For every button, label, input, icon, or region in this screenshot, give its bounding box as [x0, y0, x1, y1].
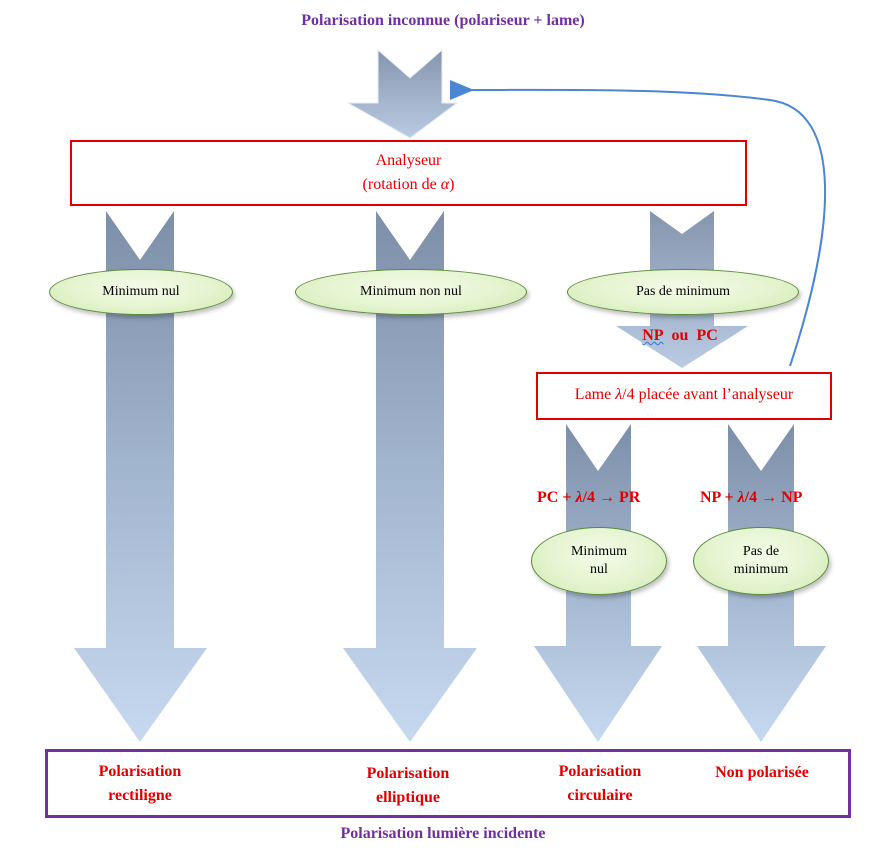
arrow-elliptique	[343, 211, 477, 742]
result-non-polarisee: Non polarisée	[692, 761, 832, 785]
transform-np-b: /4 → NP	[744, 489, 803, 506]
sub-pas-de-minimum-line1: Pas de	[742, 544, 780, 559]
transform-pc-a: PC +	[537, 489, 576, 506]
transform-np-lambda: λ	[737, 489, 745, 506]
transform-pc-lambda: λ	[575, 489, 583, 506]
sub-minimum-nul-line2: nul	[590, 562, 608, 577]
analyseur-box: Analyseur (rotation de α)	[70, 140, 747, 206]
rotation-prefix: (rotation de	[362, 176, 441, 193]
result-rectiligne: Polarisation rectiligne	[70, 760, 210, 808]
transform-pc-b: /4 → PR	[582, 489, 641, 506]
ellipse-minimum-non-nul: Minimum non nul	[295, 269, 527, 315]
sub-pas-de-minimum-line2: minimum	[733, 562, 789, 577]
lame-box: Lame λ/4 placée avant l’analyseur	[536, 372, 832, 420]
pas-de-minimum-label: Pas de minimum	[635, 284, 731, 299]
input-arrow	[346, 48, 459, 139]
transform-pc: PC + λ/4 → PR	[537, 489, 640, 507]
ellipse-sub-minimum-nul: Minimum nul	[531, 527, 667, 595]
result-circulaire: Polarisation circulaire	[530, 760, 670, 808]
lambda-symbol: λ	[615, 386, 623, 403]
result-elliptique-line1: Polarisation	[366, 765, 450, 782]
lame-label: Lame λ/4 placée avant l’analyseur	[538, 386, 830, 404]
ellipse-pas-de-minimum: Pas de minimum	[567, 269, 799, 315]
transform-np: NP + λ/4 → NP	[700, 489, 802, 507]
results-box	[45, 749, 851, 818]
pc-text: PC	[696, 327, 718, 344]
footer-title: Polarisation lumière incidente	[340, 825, 546, 842]
result-elliptique-line2: elliptique	[375, 789, 440, 806]
np-text: NP	[642, 327, 664, 344]
result-rectiligne-line1: Polarisation	[98, 763, 182, 780]
result-rectiligne-line2: rectiligne	[108, 787, 172, 804]
lame-suffix: /4 placée avant l’analyseur	[622, 386, 794, 403]
analyseur-rotation: (rotation de α)	[72, 176, 745, 194]
analyseur-label: Analyseur	[375, 152, 442, 169]
diagram-title: Polarisation inconnue (polariseur + lame…	[301, 12, 585, 29]
result-circulaire-line1: Polarisation	[558, 763, 642, 780]
np-ou-pc-label: NP ou PC	[615, 327, 745, 345]
ellipse-minimum-nul: Minimum nul	[49, 269, 233, 315]
arrow-rectiligne	[74, 211, 207, 742]
feedback-arrow	[449, 80, 827, 367]
ou-text: ou	[671, 327, 689, 344]
result-elliptique: Polarisation elliptique	[338, 762, 478, 810]
rotation-suffix: )	[449, 176, 455, 193]
result-circulaire-line2: circulaire	[567, 787, 633, 804]
sub-minimum-nul-line1: Minimum	[570, 544, 627, 559]
transform-np-a: NP +	[700, 489, 738, 506]
lame-prefix: Lame	[574, 386, 616, 403]
result-non-polarisee-line1: Non polarisée	[715, 764, 809, 781]
ellipse-sub-pas-de-minimum: Pas de minimum	[693, 527, 829, 595]
alpha-symbol: α	[440, 176, 450, 193]
minimum-nul-label: Minimum nul	[102, 284, 180, 299]
minimum-non-nul-label: Minimum non nul	[360, 284, 462, 299]
